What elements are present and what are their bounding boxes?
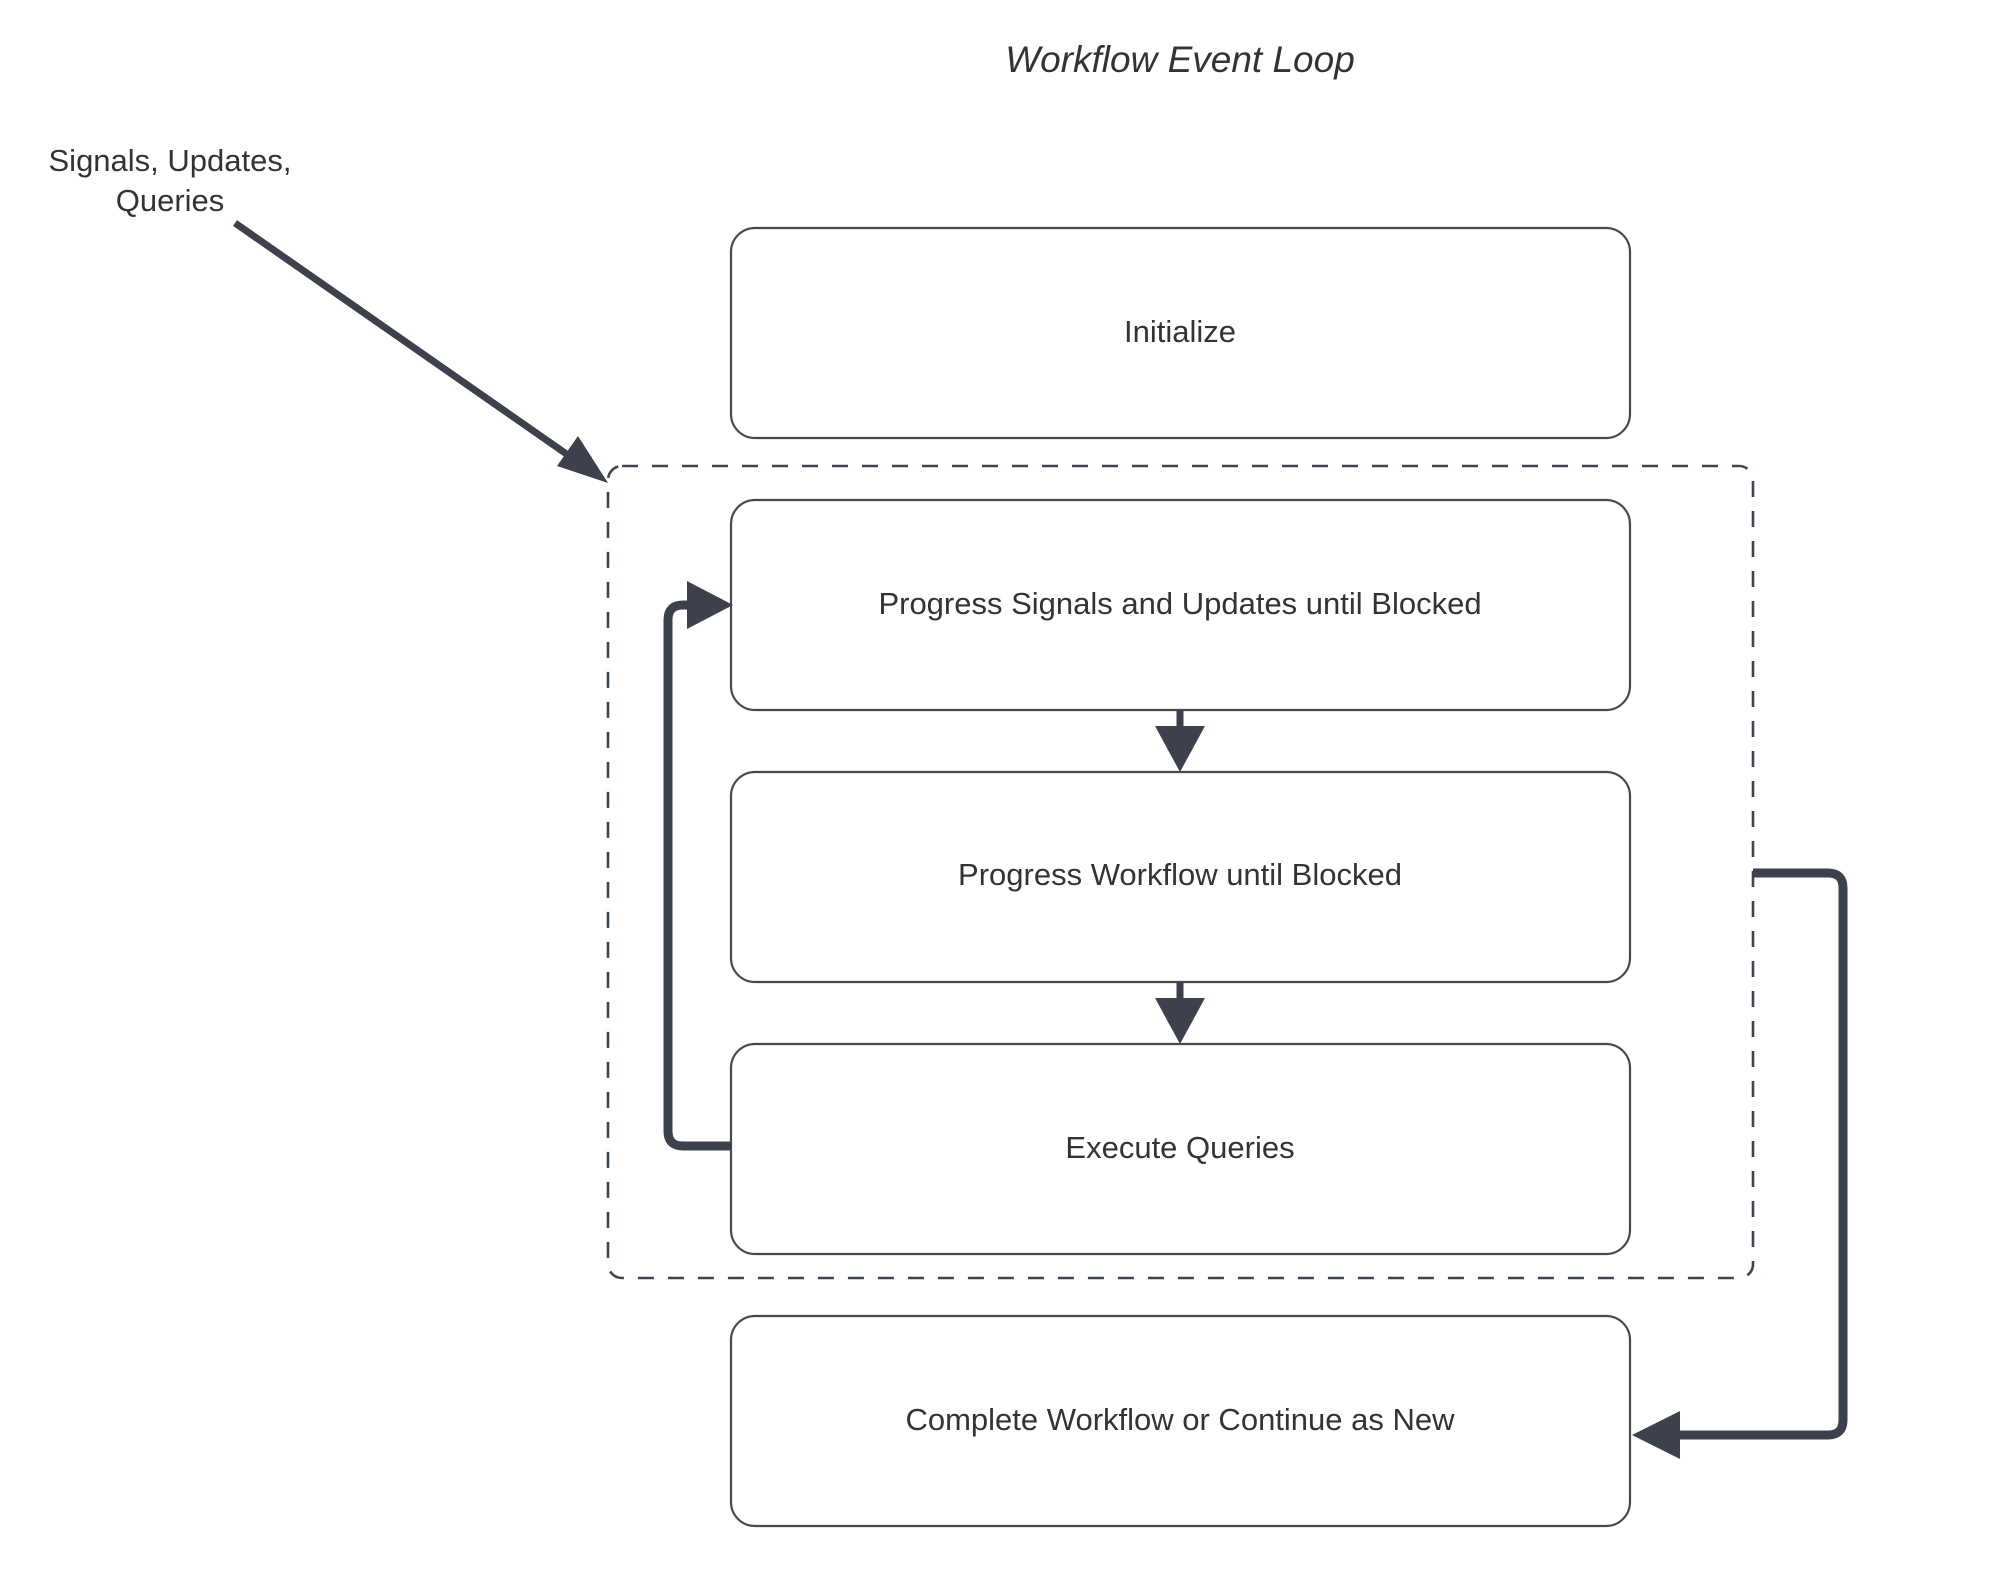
node-initialize-label: Initialize [1124,314,1236,349]
edge-loop-exit-line [1680,868,1848,1440]
node-complete-workflow-label: Complete Workflow or Continue as New [905,1402,1455,1437]
inbound-arrow-line [232,220,591,472]
edge-signals-to-workflow-arrow-head [1155,726,1205,772]
edge-loopback-line [663,600,731,1151]
node-progress-signals-label: Progress Signals and Updates until Block… [878,586,1481,621]
edge-loopback-arrow-head [687,581,733,629]
edge-loop-exit-to-complete [1632,868,1848,1459]
node-execute-queries: Execute Queries [729,1042,1632,1256]
node-initialize-box [729,226,1632,440]
node-complete-workflow: Complete Workflow or Continue as New [729,1314,1632,1528]
edge-workflow-to-queries [1155,982,1205,1044]
page-title: Workflow Event Loop [1005,39,1355,80]
node-progress-workflow-label: Progress Workflow until Blocked [958,857,1402,892]
node-initialize: Initialize [729,226,1632,440]
node-progress-workflow: Progress Workflow until Blocked [729,770,1632,984]
edge-workflow-to-queries-arrow-head [1155,998,1205,1044]
edge-loopback-queries-to-signals [663,581,733,1151]
inbound-edge-label-line2: Queries [116,183,225,218]
node-execute-queries-label: Execute Queries [1065,1130,1294,1165]
node-complete-workflow-box [729,1314,1632,1528]
node-progress-signals: Progress Signals and Updates until Block… [729,498,1632,712]
edge-loop-exit-arrow-head [1632,1411,1680,1459]
edge-signals-to-workflow [1155,710,1205,772]
inbound-arrow-head [557,436,608,483]
inbound-edge-label-line1: Signals, Updates, [49,143,292,178]
